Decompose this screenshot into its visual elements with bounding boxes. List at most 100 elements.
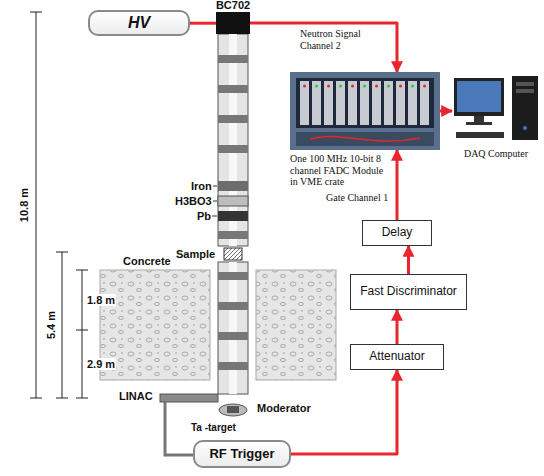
dimension-line [36,12,37,398]
node-label: Delay [382,226,413,240]
lead-band [218,211,248,221]
trigger-box: RF Trigger [193,440,291,468]
signal-connector [190,22,216,25]
drive-bay [516,82,534,86]
boric-acid-band [218,196,248,206]
power-button [523,126,527,130]
fadc-crate-picture [290,72,440,150]
part-label: H3BO3 [174,195,213,207]
process-box: Fast Discriminator [350,274,467,310]
concrete-right [256,270,336,380]
signal-connector [440,110,452,113]
node-label: DAQ Computer [452,148,540,160]
keyboard [456,132,504,138]
module-led [303,85,306,88]
daq-computer: DAQ Computer [452,72,540,146]
monitor-base [466,122,492,125]
dimension-tick [56,398,68,399]
signal-connector [407,246,410,274]
crate-module [408,81,417,125]
dimension-label: 10.8 m [18,187,30,223]
moderator-shape [219,404,247,416]
flight-tube-upper [218,34,248,246]
cable [310,136,420,141]
leader-line [212,201,217,202]
edge-label: Gate Channel 1 [326,192,388,204]
process-box: Delay [362,220,432,246]
part-label: 1.8 m [86,294,116,306]
signal-connector [396,150,399,220]
concrete-left [100,270,210,380]
crate-module [336,81,345,125]
sample-holder [224,248,242,260]
shield-band [218,362,248,370]
crate-module [324,81,333,125]
crate-bay [296,78,434,128]
shield-band [218,272,248,280]
crate-frame [290,72,440,150]
dimension-tick [76,398,88,399]
leader-line [212,216,217,217]
part-label: Ta -target [190,422,237,433]
node-label: Attenuator [369,350,424,364]
node-label: One 100 MHz 10-bit 8 channel FADC Module… [290,153,388,188]
crate-module [300,81,309,125]
monitor-screen [457,81,501,112]
shield-band [218,145,248,153]
dimension-tick [30,398,42,399]
tube-bore [229,262,237,394]
shield-band [218,332,248,340]
edge-label: Neutron Signal Channel 2 [300,28,390,51]
part-label: Concrete [122,255,172,267]
module-led [423,85,426,88]
shield-band [218,85,248,93]
crate-module [384,81,393,125]
part-label: Iron [190,180,213,192]
monitor [454,78,504,116]
module-led [387,85,390,88]
module-led [375,85,378,88]
module-led [363,85,366,88]
shield-band [218,55,248,63]
module-led [327,85,330,88]
dimension-tick [30,12,42,13]
dimension-label: 5.4 m [45,310,57,340]
signal-connector [396,310,399,344]
node-label: BC702 [216,0,250,11]
node-label: Fast Discriminator [360,285,457,299]
module-led [351,85,354,88]
shield-band [218,231,248,239]
shield-band [218,115,248,123]
dimension-tick [76,330,88,331]
module-led [399,85,402,88]
node-label: HV [128,14,150,32]
fadc-module: One 100 MHz 10-bit 8 channel FADC Module… [290,72,440,150]
part-label: LINAC [118,390,154,402]
process-box: Attenuator [350,344,444,370]
node-label: RF Trigger [209,447,274,462]
crate-module [360,81,369,125]
part-label: 2.9 m [86,358,116,370]
dimension-tick [76,270,88,271]
crate-module [312,81,321,125]
pc-tower [512,76,538,140]
module-led [339,85,342,88]
drive-bay [516,89,534,93]
signal-connector [250,23,397,72]
crate-module [348,81,357,125]
part-label: Sample [175,248,216,260]
linac-beam-pipe [160,394,218,402]
computer-picture [452,72,540,146]
dimension-line [82,270,83,398]
dimension-line [62,252,63,398]
monitor-stand [474,116,484,122]
power-supply-box: HV [88,10,190,36]
crate-module [372,81,381,125]
iron-band [218,181,248,191]
crate-module [396,81,405,125]
crate-module [420,81,429,125]
ta-target-shape [227,406,239,413]
part-label: Moderator [256,402,312,414]
dimension-tick [56,252,68,253]
shield-band [218,302,248,310]
